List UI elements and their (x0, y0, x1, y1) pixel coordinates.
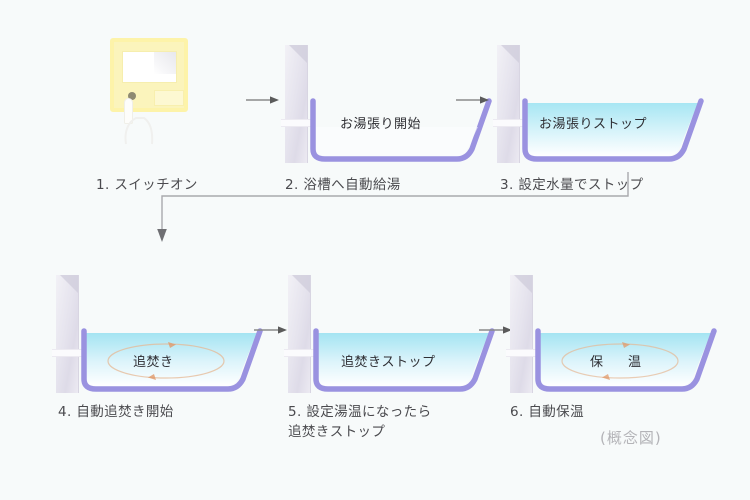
wall-panel-icon (493, 45, 527, 163)
step-5-caption: 5. 設定湯温になったら 追焚きストップ (288, 404, 432, 440)
arrow-right-icon-1 (246, 96, 279, 104)
bathtub-icon (313, 328, 495, 392)
wall-panel-icon (52, 275, 86, 393)
wall-panel-icon (281, 45, 315, 163)
step-5-tub-label: 追焚きストップ (341, 355, 436, 370)
bathtub-icon (522, 98, 704, 162)
remote-knob-icon (128, 92, 136, 100)
step-1-caption: 1. スイッチオン (96, 177, 198, 193)
step-6-caption: 6. 自動保温 (510, 404, 584, 420)
step-2-tub-label: お湯張り開始 (340, 117, 422, 132)
bathtub-icon (535, 328, 717, 392)
row-wrap-arrow-icon (157, 172, 629, 242)
bathtub-icon (310, 98, 492, 162)
step-4-tub-label: 追焚き (133, 355, 174, 370)
step-6-tub-label: 保 温 (590, 355, 648, 370)
conceptual-diagram-footnote: (概念図) (600, 429, 662, 447)
arrow-right-icon-4 (479, 326, 512, 334)
wall-panel-icon (506, 275, 540, 393)
step-3-caption: 3. 設定水量でストップ (500, 177, 644, 193)
hand-icon (124, 117, 154, 145)
arrow-right-icon-2 (456, 96, 489, 104)
bathtub-icon (81, 328, 263, 392)
step-2-caption: 2. 浴槽へ自動給湯 (285, 177, 401, 193)
step-4-caption: 4. 自動追焚き開始 (58, 404, 174, 420)
step-3-tub-label: お湯張りストップ (539, 117, 648, 132)
circulation-loop-icon (561, 343, 679, 379)
remote-button-row (154, 90, 184, 106)
wall-panel-icon (284, 275, 318, 393)
remote-body (110, 38, 188, 112)
arrow-right-icon-3 (254, 326, 287, 334)
circulation-loop-icon (107, 343, 225, 379)
remote-screen (122, 51, 177, 83)
